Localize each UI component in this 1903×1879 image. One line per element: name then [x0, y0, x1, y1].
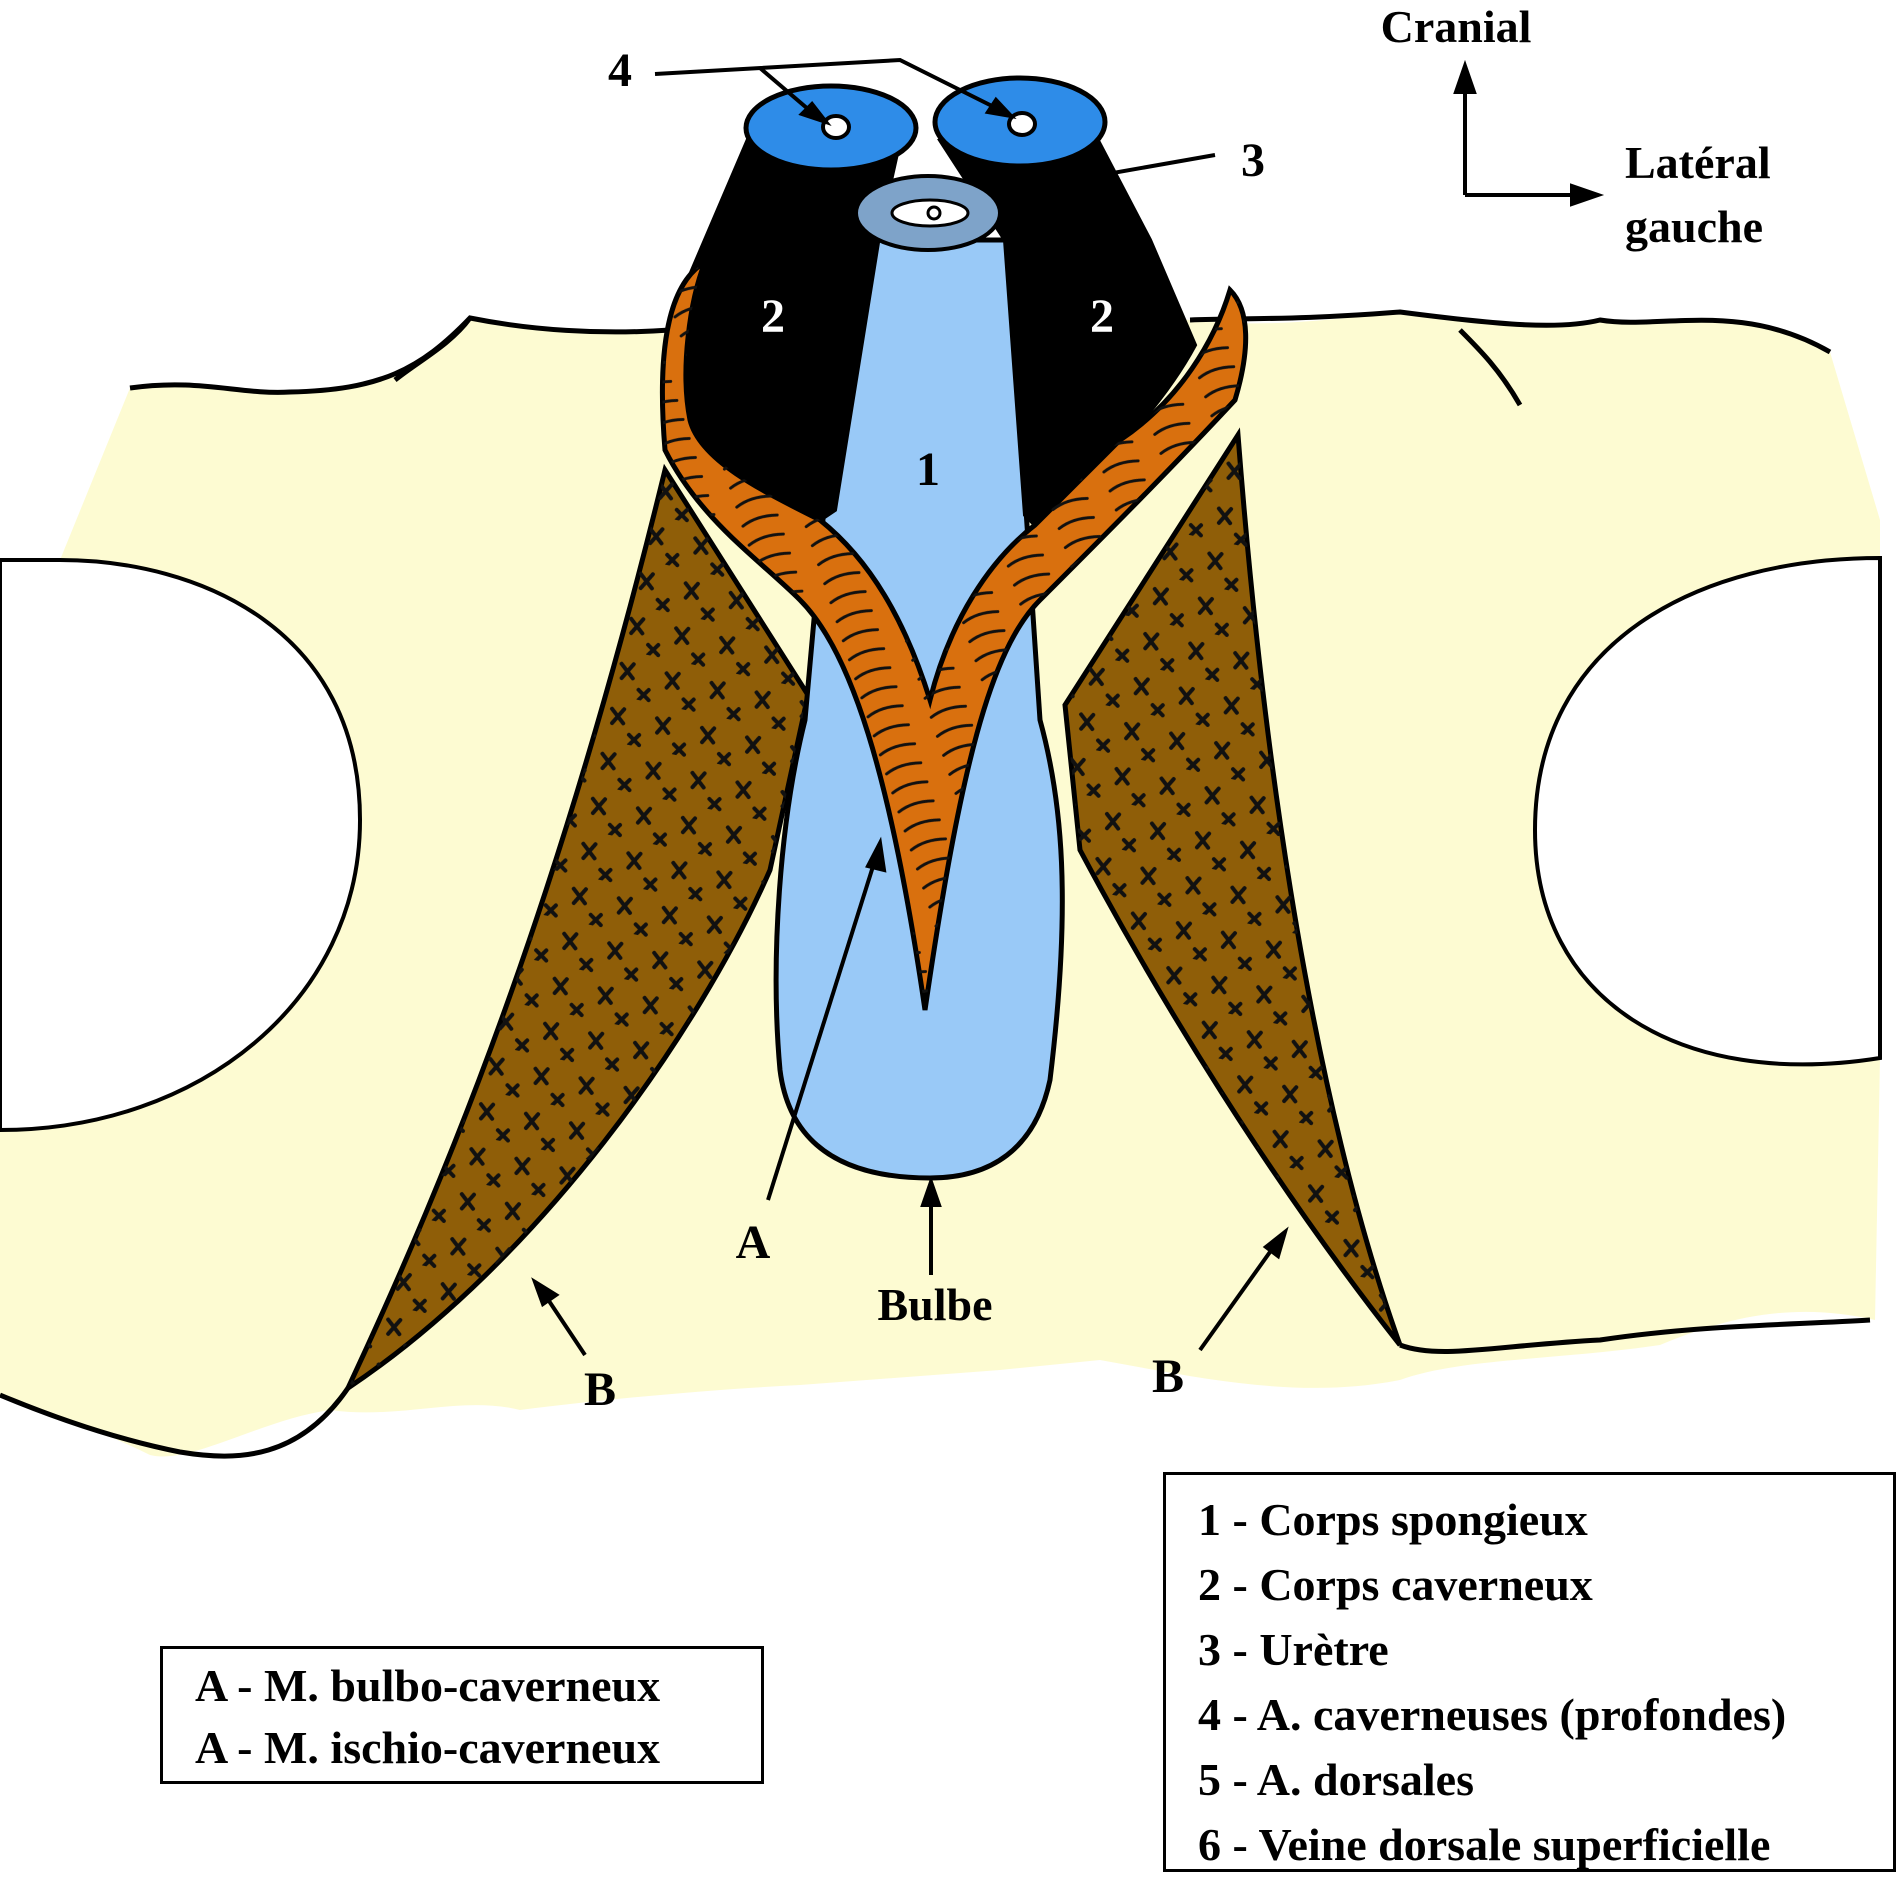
legend-item: 4 - A. caverneuses (profondes) [1198, 1689, 1787, 1740]
label-4: 4 [608, 44, 632, 97]
label-3: 3 [1241, 134, 1265, 187]
label-b-right: B [1152, 1350, 1184, 1403]
legend-item: A - M. bulbo-caverneux [195, 1660, 661, 1711]
label-bulbe: Bulbe [877, 1279, 992, 1330]
label-gauche: gauche [1625, 201, 1763, 252]
label-2-left: 2 [761, 290, 785, 343]
legend-item: A - M. ischio-caverneux [195, 1722, 661, 1773]
legend-lettered-muscles: A - M. bulbo-caverneux A - M. ischio-cav… [160, 1646, 764, 1784]
tissue-top-edge [129, 309, 1832, 407]
right-ischiocavernosus-texture [1065, 435, 1400, 1345]
label-cranial: Cranial [1381, 1, 1532, 52]
legend-item: 3 - Urètre [1198, 1624, 1389, 1675]
label-2-right: 2 [1090, 290, 1114, 343]
legend-item: 5 - A. dorsales [1198, 1754, 1474, 1805]
urethra-center [926, 205, 942, 221]
label-1: 1 [916, 443, 940, 496]
legend-item: 1 - Corps spongieux [1198, 1494, 1588, 1545]
bulbospongiosus-texture [662, 262, 1246, 1010]
left-ischial-notch [0, 558, 363, 1133]
label-b-left: B [584, 1363, 616, 1416]
leader-lines [531, 57, 1605, 1357]
legend-item: 2 - Corps caverneux [1198, 1559, 1593, 1610]
label-lateral: Latéral [1625, 137, 1771, 188]
right-ischial-notch [1532, 555, 1882, 1067]
left-artery-lumen [821, 114, 851, 140]
label-a: A [736, 1216, 771, 1269]
legend-numbered-structures: 1 - Corps spongieux 2 - Corps caverneux … [1163, 1472, 1896, 1872]
legend-item: 6 - Veine dorsale superficielle [1198, 1819, 1771, 1870]
tissue-bottom-edge [0, 1317, 1871, 1459]
left-ischiocavernosus-texture [348, 470, 808, 1388]
